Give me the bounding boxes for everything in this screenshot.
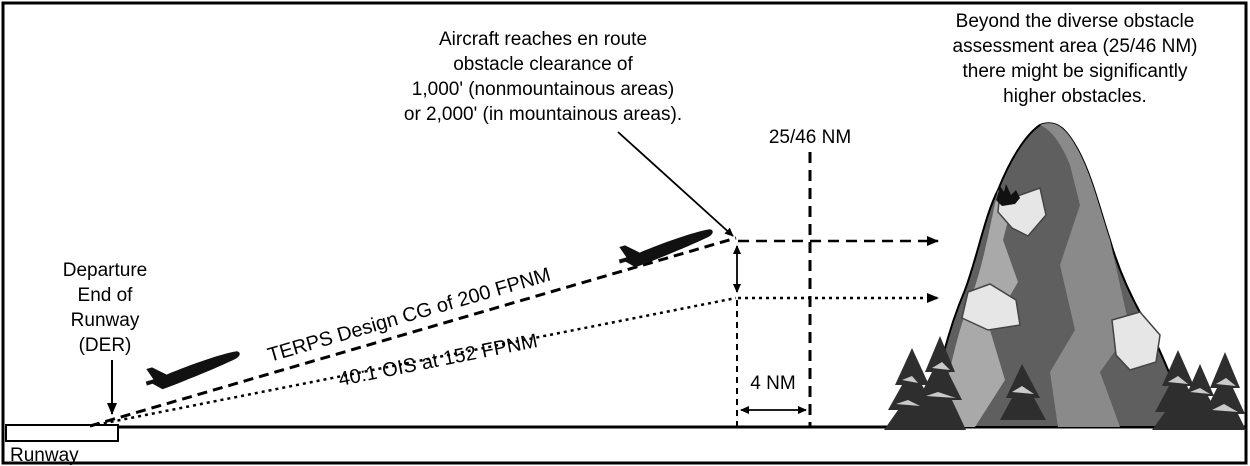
snow-on-trees [896, 362, 1238, 412]
svg-text:Runway: Runway [71, 310, 140, 331]
callout-leader-arrow [617, 131, 734, 237]
svg-text:Beyond the diverse obstacle: Beyond the diverse obstacle [956, 11, 1195, 32]
ois-line [89, 296, 737, 428]
svg-text:Departure: Departure [63, 260, 148, 281]
der-label: Departure End of Runway (DER) [63, 260, 148, 356]
boundary-distance-label: 25/46 NM [769, 127, 851, 148]
svg-text:there might be significantly: there might be significantly [963, 61, 1188, 82]
runway-strip [5, 424, 119, 442]
runway-label: Runway [10, 445, 79, 466]
beyond-callout: Beyond the diverse obstacle assessment a… [953, 11, 1198, 107]
aircraft-icon [618, 229, 713, 268]
gap-distance-label: 4 NM [750, 373, 795, 394]
svg-text:obstacle clearance of: obstacle clearance of [453, 54, 633, 75]
svg-text:Aircraft reaches en route: Aircraft reaches en route [439, 29, 647, 50]
mountain-icon [928, 122, 1194, 428]
svg-text:assessment area (25/46 NM): assessment area (25/46 NM) [953, 36, 1198, 57]
svg-text:higher obstacles.: higher obstacles. [1003, 86, 1147, 107]
ois-label: 40:1 OIS at 152 FPNM [337, 330, 540, 391]
aircraft-callout: Aircraft reaches en route obstacle clear… [404, 29, 682, 125]
svg-text:1,000' (nonmountainous areas): 1,000' (nonmountainous areas) [412, 79, 674, 100]
aircraft-icon [145, 351, 240, 390]
climb-gradient-line [89, 236, 737, 428]
svg-text:or 2,000' (in mountainous area: or 2,000' (in mountainous areas). [404, 104, 682, 125]
svg-text:(DER): (DER) [79, 335, 132, 356]
svg-text:End of: End of [78, 285, 134, 306]
